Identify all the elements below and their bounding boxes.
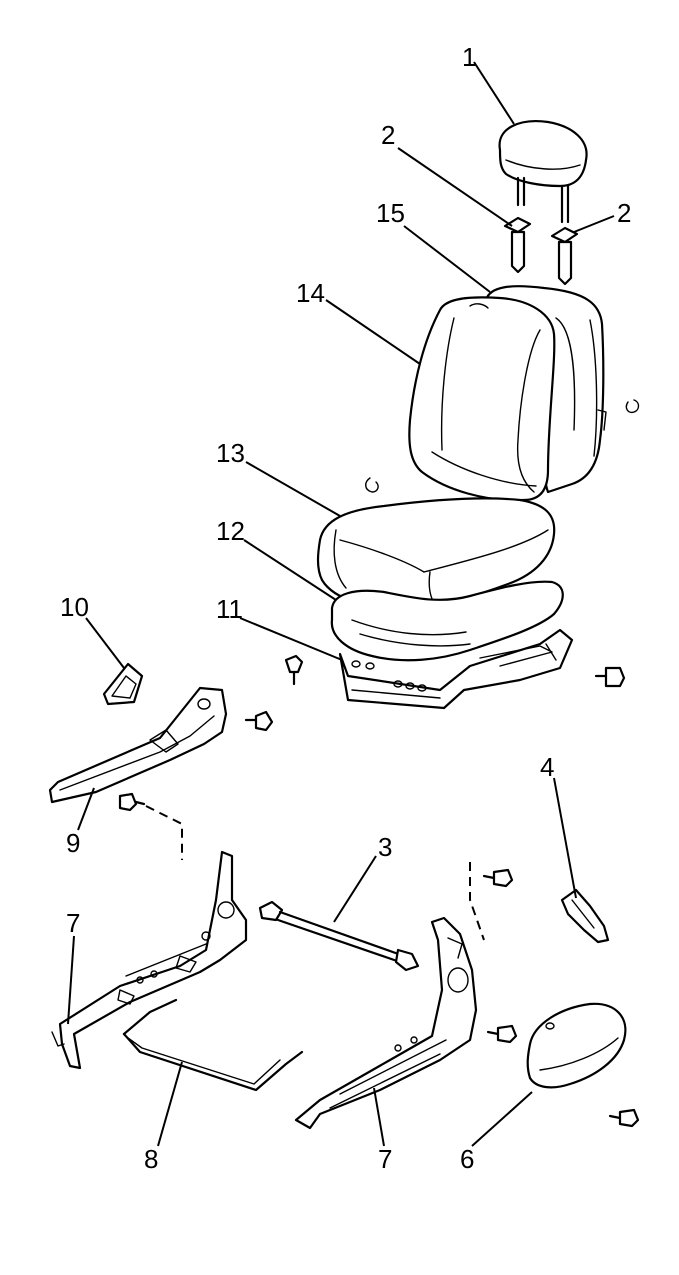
adjuster-bolt-middle — [486, 1024, 518, 1044]
outer-adjuster-cover — [526, 1002, 627, 1089]
headrest-guide-left — [503, 216, 532, 274]
frame-bolt-right — [594, 666, 626, 688]
trim-bolt-lower — [118, 792, 146, 812]
adjuster-bolt-lower — [608, 1108, 640, 1128]
adjuster-handle — [560, 888, 610, 944]
callout-14: 14 — [296, 278, 325, 308]
seat-cushion-cover — [316, 497, 556, 610]
frame-bolt-center — [284, 654, 304, 686]
adjuster-bolt-upper — [482, 868, 514, 888]
seat-side-trim-panel — [48, 686, 228, 804]
callout-11: 11 — [216, 594, 243, 624]
callout-9: 9 — [66, 828, 80, 858]
callout-labels: 1 2 2 15 14 13 12 11 10 4 9 3 7 8 7 6 — [60, 42, 631, 1174]
callout-4: 4 — [540, 752, 554, 782]
seat-adjuster-right — [294, 916, 478, 1130]
callout-6: 6 — [460, 1144, 474, 1174]
seat-cushion-frame — [338, 628, 574, 710]
hog-ring-clip-center — [365, 477, 379, 493]
trim-bolt-upper — [244, 710, 274, 732]
callout-7-left: 7 — [66, 908, 80, 938]
callout-3: 3 — [378, 832, 392, 862]
callout-1: 1 — [462, 42, 476, 72]
callout-12: 12 — [216, 516, 245, 546]
leader-lines — [67, 61, 615, 1147]
headrest-guide-right — [550, 226, 579, 286]
adjuster-torsion-rod — [258, 900, 420, 972]
callout-10: 10 — [60, 592, 89, 622]
headrest — [498, 120, 588, 224]
callout-2-left: 2 — [381, 120, 395, 150]
seat-adjuster-left — [51, 850, 248, 1070]
callout-13: 13 — [216, 438, 245, 468]
recliner-trim-knob — [102, 662, 144, 706]
alignment-lines — [145, 805, 485, 941]
hog-ring-clip-right — [625, 399, 640, 414]
callout-8: 8 — [144, 1144, 158, 1174]
callout-15: 15 — [376, 198, 405, 228]
seat-back-cover — [408, 296, 556, 502]
callout-7-right: 7 — [378, 1144, 392, 1174]
seat-cushion-pad — [330, 580, 564, 662]
callout-2-right: 2 — [617, 198, 631, 228]
adjuster-release-bar — [122, 998, 304, 1092]
